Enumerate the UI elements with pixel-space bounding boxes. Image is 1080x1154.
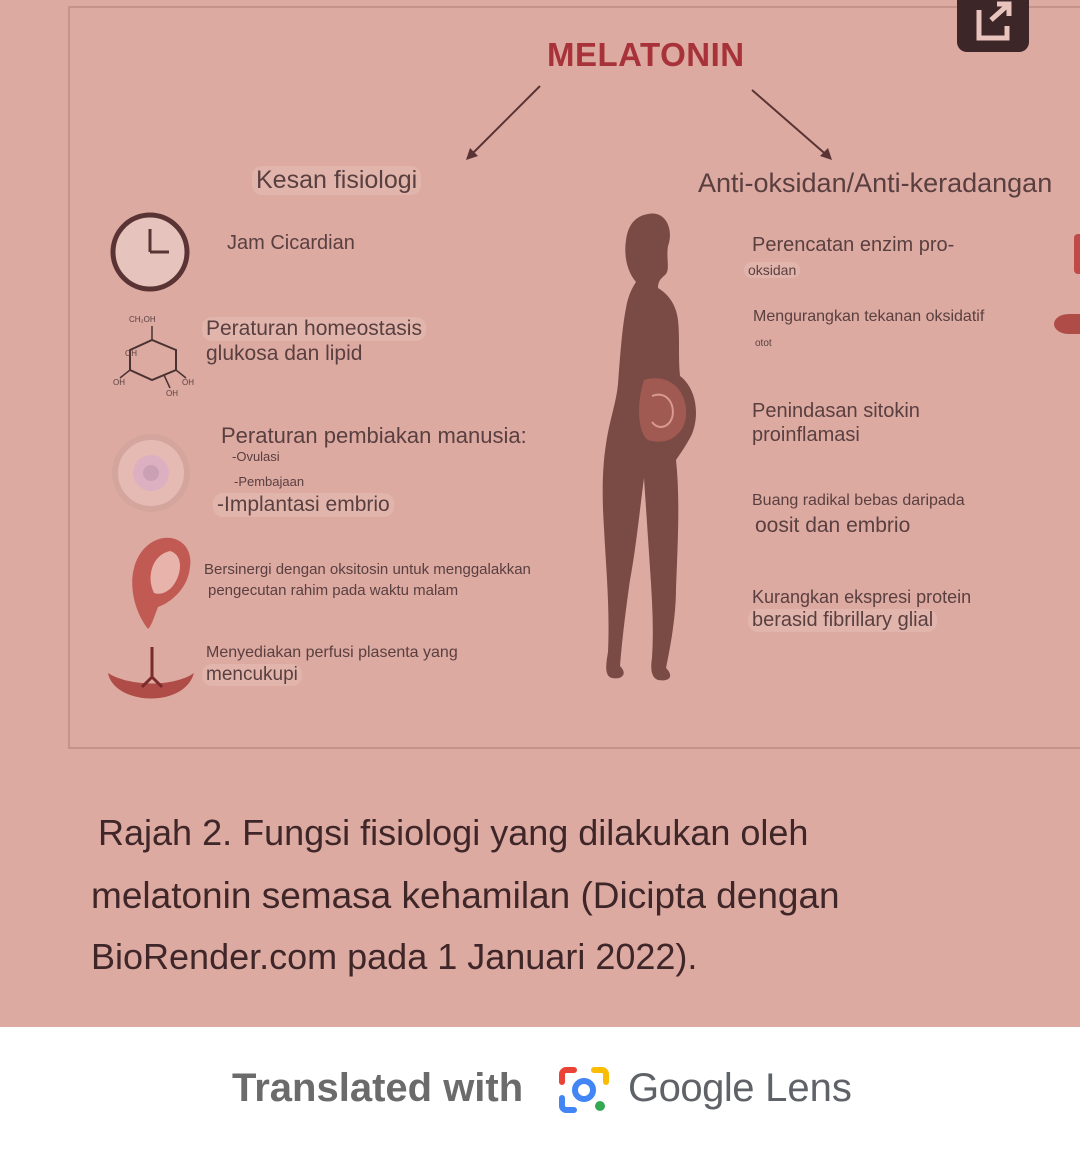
lens-footer xyxy=(0,1027,1080,1154)
caption-line3: BioRender.com pada 1 Januari 2022). xyxy=(91,936,698,977)
share-button[interactable] xyxy=(957,0,1029,52)
cytokine-label-line1: Penindasan sitokin xyxy=(752,400,920,422)
placenta-icon xyxy=(108,647,194,699)
left-heading: Kesan fisiologi xyxy=(252,166,422,195)
google-lens-brand: Google Lens xyxy=(628,1066,852,1111)
implantation-label: -Implantasi embrio xyxy=(213,493,394,517)
radical-label-line1: Buang radikal bebas daripada xyxy=(752,492,965,509)
right-heading: Anti-oksidan/Anti-keradangan xyxy=(698,168,1053,198)
glucose-label-ch2oh: CH₂OH xyxy=(129,315,156,324)
glucose-label-oh2: OH xyxy=(113,378,125,387)
protein-label-line1: Kurangkan ekspresi protein xyxy=(752,587,972,607)
screenshot-photo: MELATONIN Kesan fisiologi Anti-oksidan/A… xyxy=(0,0,1080,1027)
placenta-label-line1: Menyediakan perfusi plasenta yang xyxy=(206,644,458,661)
uterus-icon xyxy=(132,537,191,629)
radical-label-line2: oosit dan embrio xyxy=(755,514,911,537)
enzyme-label-line2: oksidan xyxy=(744,262,801,278)
reproduction-label: Peraturan pembiakan manusia: xyxy=(221,423,527,448)
glucose-label-oh1: OH xyxy=(125,349,137,358)
oxidative-label-line1: Mengurangkan tekanan oksidatif xyxy=(753,308,985,325)
arrow-left-icon xyxy=(466,85,832,160)
oocyte-icon xyxy=(112,434,190,512)
pregnant-woman-silhouette-icon xyxy=(602,213,696,681)
right-edge-icon-2 xyxy=(1054,314,1080,334)
cytokine-label-line2: proinflamasi xyxy=(752,424,860,446)
right-edge-icon-1 xyxy=(1074,234,1080,274)
glucose-label-oh4: OH xyxy=(166,389,178,398)
caption-line2: melatonin semasa kehamilan (Dicipta deng… xyxy=(91,875,840,916)
oxytocin-label-line2: pengecutan rahim pada waktu malam xyxy=(208,582,459,599)
fertilization-label: -Pembajaan xyxy=(234,474,305,489)
google-lens-icon xyxy=(559,1067,609,1113)
caption-line1: Rajah 2. Fungsi fisiologi yang dilakukan… xyxy=(98,812,809,853)
homeostasis-label-line1: Peraturan homeostasis xyxy=(202,317,426,341)
homeostasis-label-line2: glukosa dan lipid xyxy=(206,342,363,365)
clock-icon xyxy=(110,212,190,292)
ovulation-label: -Ovulasi xyxy=(232,449,280,464)
figure-frame xyxy=(68,6,1080,749)
figure-title: MELATONIN xyxy=(547,36,745,73)
glucose-label-oh3: OH xyxy=(182,378,194,387)
oxytocin-label-line1: Bersinergi dengan oksitosin untuk mengga… xyxy=(204,561,531,578)
enzyme-label-line1: Perencatan enzim pro- xyxy=(752,234,955,256)
oxidative-label-line2: otot xyxy=(755,338,772,349)
placenta-label-line2: mencukupi xyxy=(202,664,302,686)
lens-wordmark: Lens xyxy=(765,1066,852,1110)
share-icon xyxy=(976,1,1012,41)
translated-with-label: Translated with xyxy=(232,1066,524,1110)
google-wordmark: Google xyxy=(628,1066,754,1110)
glucose-molecule-icon xyxy=(119,326,187,389)
circadian-label: Jam Cicardian xyxy=(227,232,355,254)
protein-label-line2: berasid fibrillary glial xyxy=(748,609,938,632)
